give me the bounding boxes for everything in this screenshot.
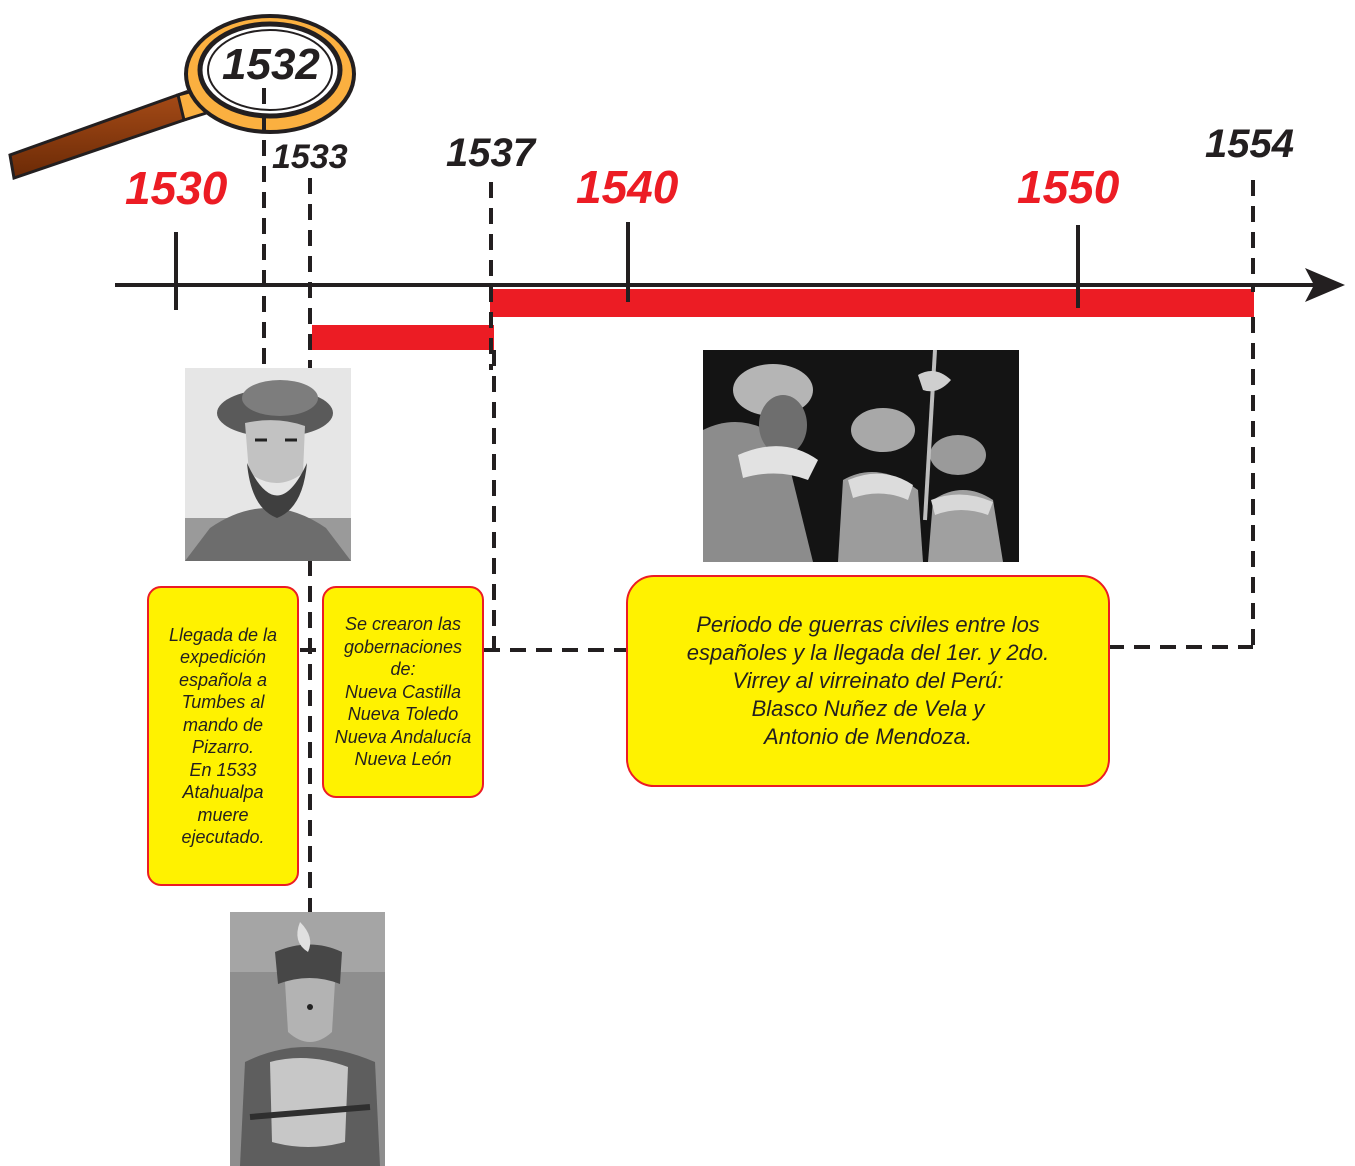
year-label-1530: 1530 [125, 162, 228, 214]
year-label-1550: 1550 [1017, 161, 1120, 213]
note-gobernaciones-text: Se crearon las gobernaciones de: Nueva C… [334, 614, 472, 770]
dashed-connectors [262, 88, 1255, 912]
magnifying-glass-icon [8, 14, 356, 180]
conquistadors-photo [703, 350, 1019, 562]
note-pizarro: Llegada de la expedición española a Tumb… [147, 586, 299, 886]
pizarro-portrait [185, 368, 351, 561]
highlight-year-label: 1532 [222, 40, 320, 89]
year-label-1540: 1540 [576, 161, 679, 213]
atahualpa-portrait [230, 912, 385, 1166]
year-label-1554: 1554 [1205, 122, 1294, 166]
period-bar-civil-wars [490, 289, 1254, 317]
year-label-1533: 1533 [272, 138, 348, 176]
period-bar-gobernaciones [312, 325, 494, 350]
note-guerras-civiles: Periodo de guerras civiles entre los esp… [626, 575, 1110, 787]
year-ticks [174, 222, 1080, 310]
note-pizarro-text: Llegada de la expedición española a Tumb… [168, 624, 278, 848]
note-guerras-civiles-text: Periodo de guerras civiles entre los esp… [686, 612, 1050, 749]
arrow-right-icon [1305, 268, 1345, 302]
year-label-1537: 1537 [446, 131, 535, 175]
note-gobernaciones: Se crearon las gobernaciones de: Nueva C… [322, 586, 484, 798]
